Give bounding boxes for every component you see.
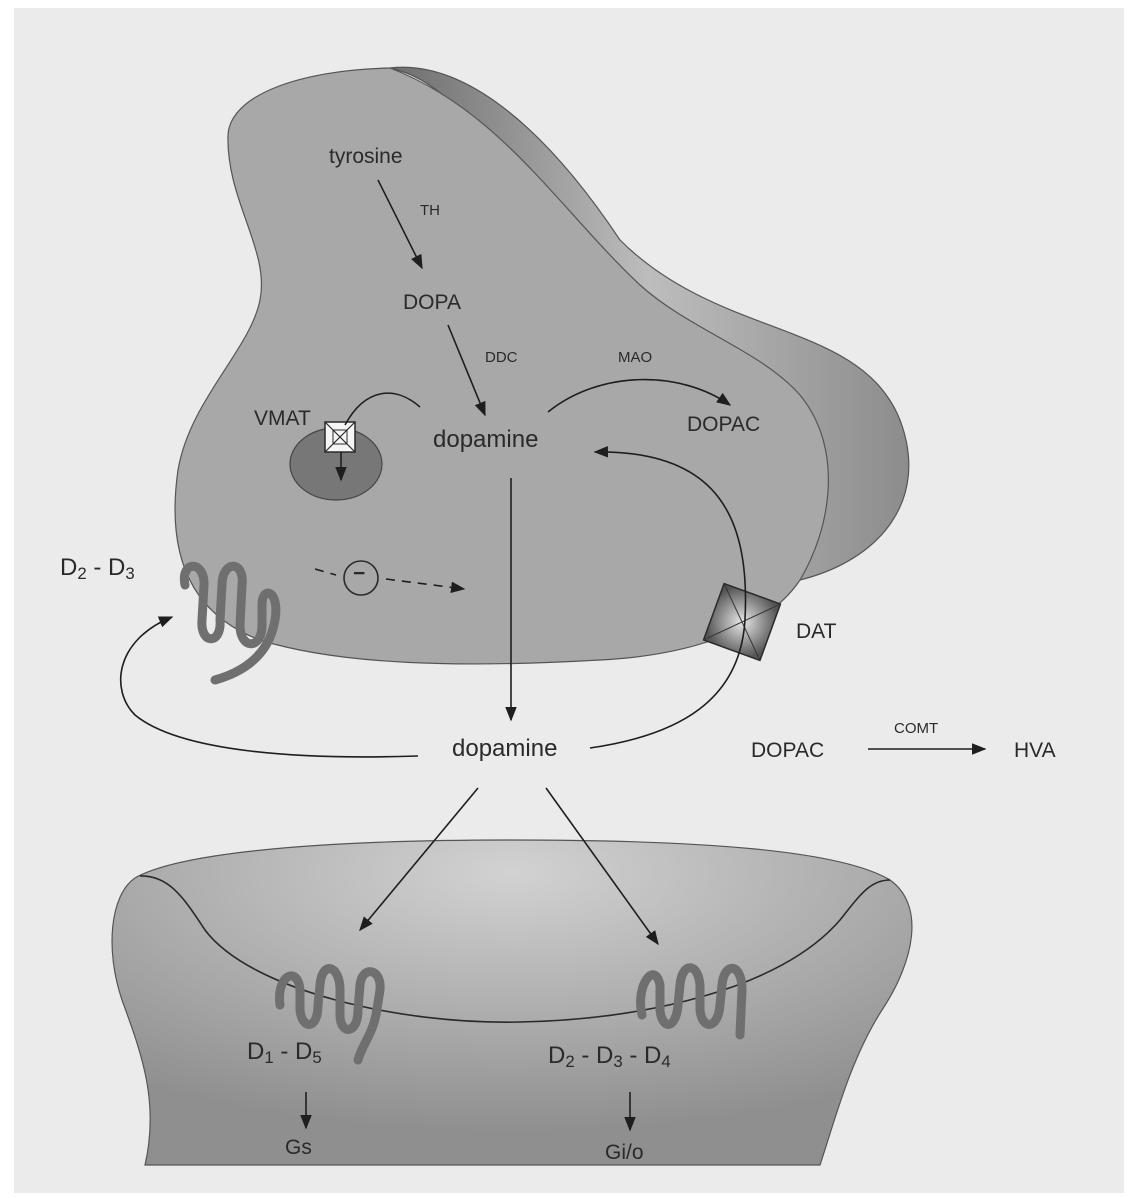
label-th-enzyme: TH xyxy=(420,203,440,218)
label-dat: DAT xyxy=(796,621,836,642)
inhibition-symbol: − xyxy=(353,563,365,584)
label-vmat: VMAT xyxy=(254,408,311,429)
postsynaptic-terminal xyxy=(112,840,912,1165)
label-autoreceptor-d2-d3: D2 - D3 xyxy=(60,556,135,583)
label-gio: Gi/o xyxy=(605,1142,644,1163)
vmat-transporter-icon xyxy=(325,422,355,452)
label-dopac-presynaptic: DOPAC xyxy=(687,414,760,435)
label-gs: Gs xyxy=(285,1137,312,1158)
label-dopac-synaptic: DOPAC xyxy=(751,740,824,761)
label-tyrosine: tyrosine xyxy=(329,146,403,167)
label-dopamine-synaptic: dopamine xyxy=(452,737,557,761)
label-ddc-enzyme: DDC xyxy=(485,350,518,365)
label-hva: HVA xyxy=(1014,740,1056,761)
label-mao-enzyme: MAO xyxy=(618,350,652,365)
label-dopa: DOPA xyxy=(403,292,461,313)
label-dopamine-presynaptic: dopamine xyxy=(433,428,538,452)
label-d1-d5: D1 - D5 xyxy=(247,1040,322,1067)
label-comt-enzyme: COMT xyxy=(894,721,938,736)
label-d2-d3-d4: D2 - D3 - D4 xyxy=(548,1044,671,1071)
